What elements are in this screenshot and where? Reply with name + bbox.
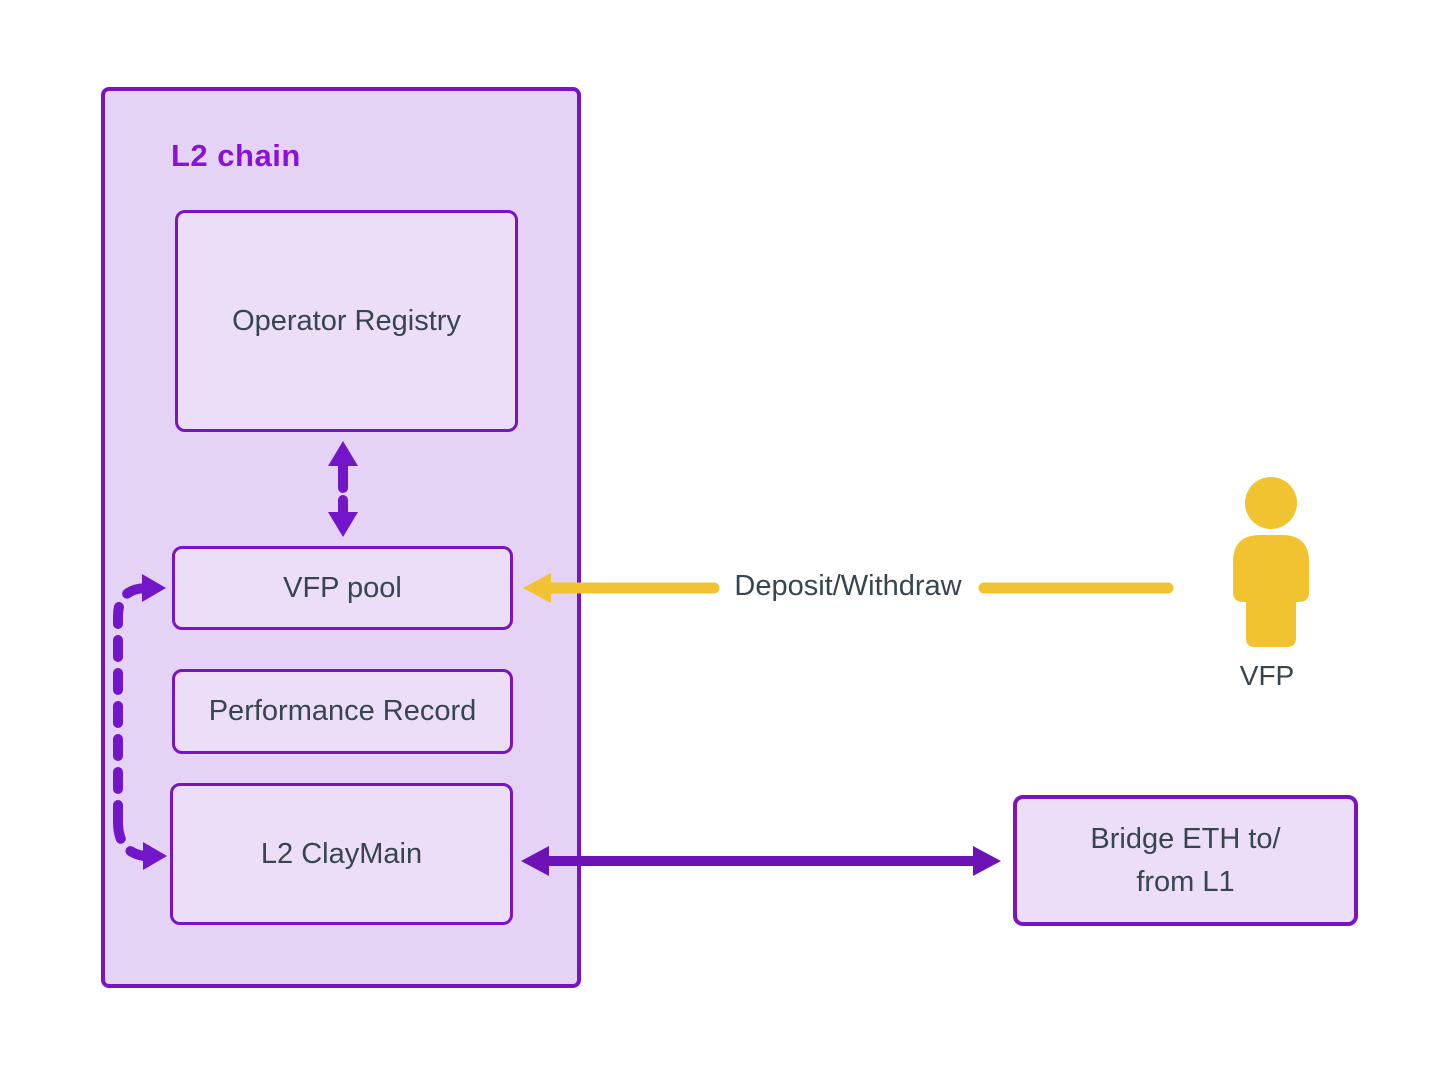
l2-claymain-label: L2 ClayMain	[260, 837, 423, 870]
person-icon	[1233, 477, 1309, 647]
l2-chain-title: L2 chain	[171, 138, 301, 173]
l2-claymain-box: L2 ClayMain	[170, 783, 513, 925]
vfp-pool-box: VFP pool	[172, 546, 513, 630]
operator-registry-box: Operator Registry	[175, 210, 518, 432]
bridge-eth-line2: from L1	[1136, 865, 1235, 898]
bridge-eth-label: Bridge ETH to/ from L1	[1090, 818, 1280, 904]
bridge-eth-line1: Bridge ETH to/	[1090, 822, 1281, 855]
bridge-eth-box: Bridge ETH to/ from L1	[1013, 795, 1358, 926]
performance-record-label: Performance Record	[208, 695, 477, 727]
deposit-withdraw-label: Deposit/Withdraw	[734, 570, 962, 602]
performance-record-box: Performance Record	[172, 669, 513, 754]
operator-registry-label: Operator Registry	[232, 304, 461, 337]
vfp-actor-label: VFP	[1239, 660, 1295, 691]
vfp-pool-label: VFP pool	[283, 571, 402, 604]
claymain-bridge-bidirectional-arrow-icon	[521, 846, 1001, 876]
